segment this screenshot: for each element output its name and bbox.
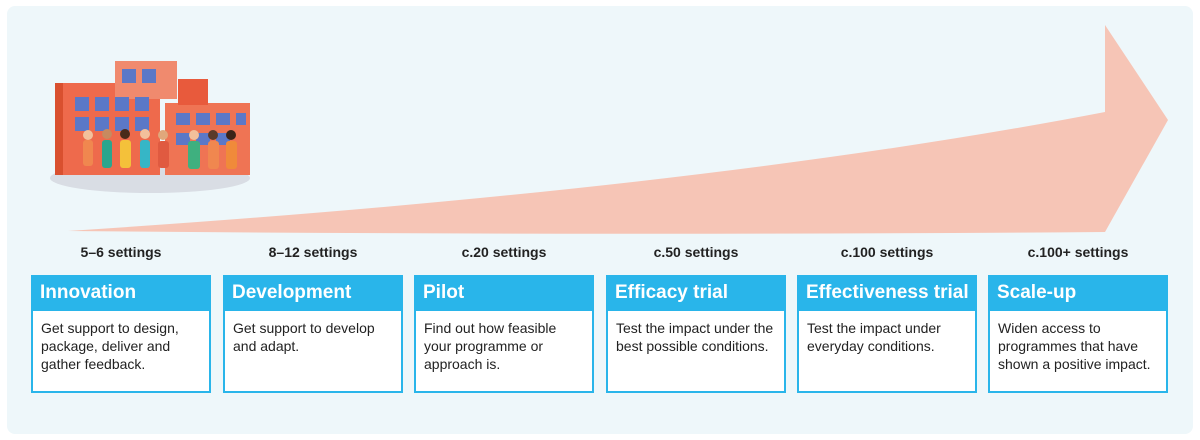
stage-title-development: Development xyxy=(225,277,401,311)
stage-card-scale-up: Scale-up Widen access to programmes that… xyxy=(988,275,1168,393)
stage-description-pilot: Find out how feasible your programme or … xyxy=(424,320,557,372)
stage-description-efficacy-trial: Test the impact under the best possible … xyxy=(616,320,774,354)
growth-arrow-icon xyxy=(68,25,1168,234)
stage-card-pilot: Pilot Find out how feasible your program… xyxy=(414,275,594,393)
stage-settings-development: 8–12 settings xyxy=(268,244,358,260)
stage-settings-effectiveness-trial: c.100 settings xyxy=(840,244,934,260)
stage-description-innovation: Get support to design, package, deliver … xyxy=(41,320,179,372)
stage-title-innovation: Innovation xyxy=(33,277,209,311)
stage-settings-pilot: c.20 settings xyxy=(461,244,547,260)
stage-card-development: Development Get support to develop and a… xyxy=(223,275,403,393)
stage-settings-innovation: 5–6 settings xyxy=(80,244,162,260)
stage-title-pilot: Pilot xyxy=(416,277,592,311)
stage-card-efficacy-trial: Efficacy trial Test the impact under the… xyxy=(606,275,786,393)
stage-settings-scale-up: c.100+ settings xyxy=(1027,244,1129,260)
school-building-with-people-illustration xyxy=(50,61,250,193)
stage-description-scale-up: Widen access to programmes that have sho… xyxy=(998,320,1151,372)
stage-title-scale-up: Scale-up xyxy=(990,277,1166,311)
stage-card-effectiveness-trial: Effectiveness trial Test the impact unde… xyxy=(797,275,977,393)
stage-description-development: Get support to develop and adapt. xyxy=(233,320,375,354)
stage-card-innovation: Innovation Get support to design, packag… xyxy=(31,275,211,393)
stage-title-effectiveness-trial: Effectiveness trial xyxy=(799,277,975,311)
stage-description-effectiveness-trial: Test the impact under everyday condition… xyxy=(807,320,941,354)
stage-title-efficacy-trial: Efficacy trial xyxy=(608,277,784,311)
stage-settings-efficacy-trial: c.50 settings xyxy=(653,244,739,260)
